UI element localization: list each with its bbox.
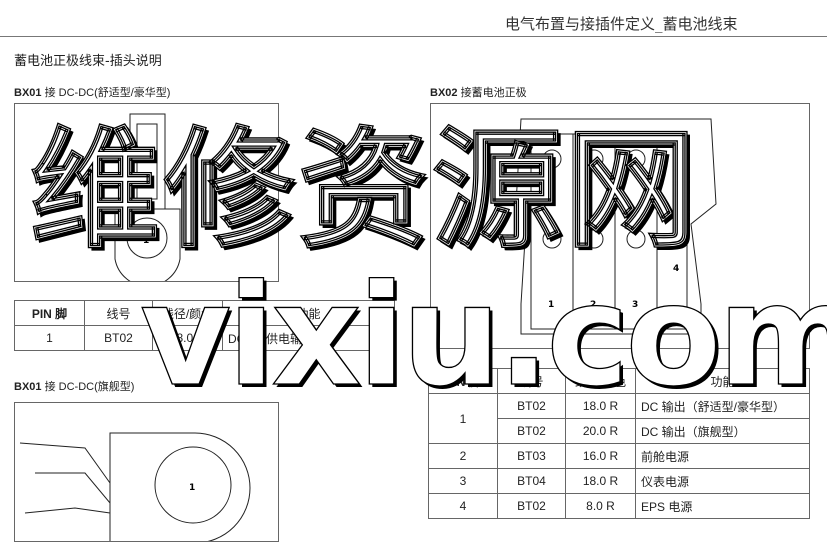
cell-gauge: 18.0 R <box>152 325 223 351</box>
cell-wire: BT02 <box>497 493 566 519</box>
bx01b-label: BX01 接 DC-DC(旗舰型) <box>14 378 134 394</box>
cell-function: DCDC 供电输出+ <box>222 325 395 351</box>
table-header-row: PIN 脚 线号 线径/颜色 功能 <box>428 368 810 394</box>
col-gauge: 线径/颜色 <box>152 300 223 326</box>
cell-pin: 1 <box>428 393 498 444</box>
cell-wire: BT02 <box>497 418 566 444</box>
col-function: 功能 <box>222 300 395 326</box>
bx01b-diagram: 1 <box>14 402 279 544</box>
table-row: 4 BT02 8.0 R EPS 电源 <box>428 493 810 519</box>
table-header-row: PIN 脚 线号 线径/颜色 功能 <box>14 300 395 326</box>
table-row: 1 BT02 18.0 R DCDC 供电输出+ <box>14 325 395 351</box>
cell-wire: BT03 <box>497 443 566 469</box>
bx01a-pin-table: PIN 脚 线号 线径/颜色 功能 1 BT02 18.0 R DCDC 供电输… <box>14 300 395 351</box>
cell-function: EPS 电源 <box>635 493 810 519</box>
cell-pin: 3 <box>428 468 498 494</box>
bx02-drawing: 1 2 3 4 <box>515 118 717 335</box>
bx01a-label: BX01 接 DC-DC(舒适型/豪华型) <box>14 84 170 100</box>
pin-4-label: 4 <box>673 264 679 274</box>
cell-wire: BT02 <box>84 325 153 351</box>
col-wire: 线号 <box>84 300 153 326</box>
cell-function: DC 输出（舒适型/豪华型） <box>635 393 810 419</box>
connector-code: BX01 <box>14 381 42 393</box>
cell-gauge: 18.0 R <box>565 468 636 494</box>
bx01a-drawing: 1 <box>114 113 181 287</box>
pin-2-label: 2 <box>590 300 596 310</box>
connector-desc: 接 DC-DC(旗舰型) <box>41 381 135 393</box>
connector-code: BX02 <box>430 87 458 99</box>
col-wire: 线号 <box>497 368 566 394</box>
bx02-pin-table: PIN 脚 线号 线径/颜色 功能 1 BT02 18.0 R DC 输出（舒适… <box>428 368 810 519</box>
cell-pin: 4 <box>428 493 498 519</box>
cell-function: 仪表电源 <box>635 468 810 494</box>
cell-pin: 1 <box>14 325 85 351</box>
header-divider <box>0 36 827 37</box>
cell-gauge: 18.0 R <box>565 393 636 419</box>
table-row: 1 BT02 18.0 R DC 输出（舒适型/豪华型） <box>428 393 810 444</box>
bx02-diagram: 1 2 3 4 <box>430 103 810 349</box>
pin-1-label: 1 <box>143 236 149 246</box>
bx01a-diagram: 1 <box>14 103 279 287</box>
bx02-label: BX02 接蓄电池正极 <box>430 84 527 100</box>
col-pin: PIN 脚 <box>14 300 85 326</box>
connector-code: BX01 <box>14 87 42 99</box>
cell-pin: 2 <box>428 443 498 469</box>
table-row: 3 BT04 18.0 R 仪表电源 <box>428 468 810 494</box>
page-header-title: 电气布置与接插件定义_蓄电池线束 <box>505 15 738 33</box>
cell-wire: BT04 <box>497 468 566 494</box>
cell-gauge: 20.0 R <box>565 418 636 444</box>
pin-3-label: 3 <box>632 300 638 310</box>
table-row: 2 BT03 16.0 R 前舱电源 <box>428 443 810 469</box>
cell-function: DC 输出（旗舰型） <box>635 418 810 444</box>
pin-1-label: 1 <box>189 483 195 493</box>
cell-gauge: 8.0 R <box>565 493 636 519</box>
col-function: 功能 <box>635 368 810 394</box>
col-pin: PIN 脚 <box>428 368 498 394</box>
cell-function: 前舱电源 <box>635 443 810 469</box>
table-row: BT02 20.0 R DC 输出（旗舰型） <box>429 418 810 444</box>
connector-desc: 接 DC-DC(舒适型/豪华型) <box>41 87 171 99</box>
section-title: 蓄电池正极线束-插头说明 <box>14 54 162 69</box>
col-gauge: 线径/颜色 <box>565 368 636 394</box>
cell-gauge: 16.0 R <box>565 443 636 469</box>
bx01b-drawing: 1 <box>19 432 251 544</box>
cell-wire: BT02 <box>497 393 566 419</box>
pin-1-label: 1 <box>548 300 554 310</box>
connector-desc: 接蓄电池正极 <box>457 87 527 99</box>
